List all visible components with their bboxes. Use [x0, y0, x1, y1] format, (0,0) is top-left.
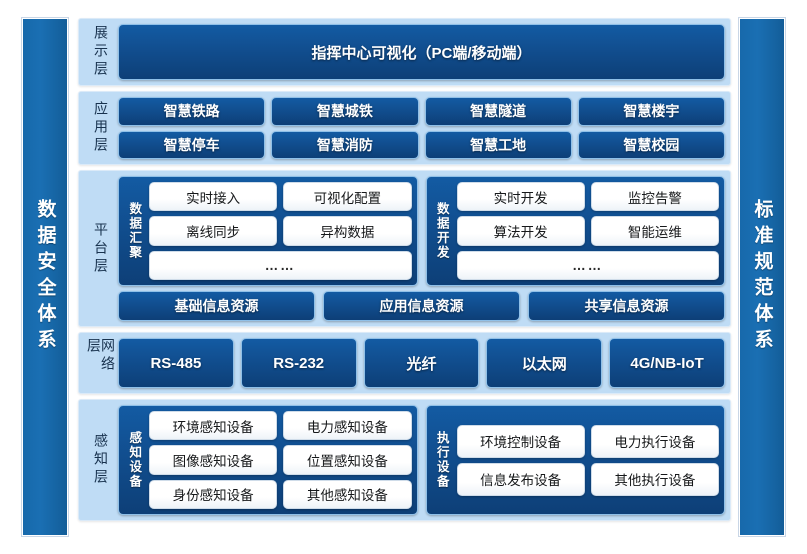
group-row: …… [456, 250, 719, 280]
layer-platform-body: 数据汇聚 实时接入 可视化配置 离线同步 异构数据 [118, 176, 725, 321]
actuating-item[interactable]: 信息发布设备 [456, 462, 585, 496]
layer-display: 展示层 指挥中心可视化（PC端/移动端） [78, 18, 731, 86]
group-row: …… [149, 250, 412, 280]
layer-network-label: 网络层 [86, 338, 116, 374]
group-row: 信息发布设备 其他执行设备 [456, 462, 719, 496]
group-item[interactable]: 实时开发 [456, 182, 585, 212]
group-item[interactable]: 智能运维 [590, 216, 719, 246]
group-data-aggregation-title: 数据汇聚 [127, 202, 142, 260]
sensing-item[interactable]: 电力感知设备 [283, 411, 412, 441]
platform-resources: 基础信息资源 应用信息资源 共享信息资源 [118, 291, 725, 321]
layer-display-body: 指挥中心可视化（PC端/移动端） [118, 24, 725, 80]
layer-display-label: 展示层 [93, 25, 109, 79]
sensing-item[interactable]: 图像感知设备 [149, 445, 278, 475]
group-sensing-devices-title: 感知设备 [127, 431, 142, 489]
sensing-item[interactable]: 身份感知设备 [149, 479, 278, 509]
network-item[interactable]: 以太网 [486, 338, 603, 388]
group-item[interactable]: 实时接入 [149, 182, 278, 212]
group-item[interactable]: 异构数据 [283, 216, 412, 246]
platform-groups: 数据汇聚 实时接入 可视化配置 离线同步 异构数据 [118, 176, 725, 286]
resource-item[interactable]: 共享信息资源 [528, 291, 725, 321]
application-row-2: 智慧停车 智慧消防 智慧工地 智慧校园 [118, 130, 725, 159]
network-item[interactable]: RS-485 [118, 338, 234, 388]
group-item[interactable]: 可视化配置 [283, 182, 412, 212]
app-item[interactable]: 智慧城铁 [271, 97, 419, 126]
group-row: 环境控制设备 电力执行设备 [456, 424, 719, 458]
group-item[interactable]: 监控告警 [590, 182, 719, 212]
network-row: RS-485 RS-232 光纤 以太网 4G/NB-IoT [118, 338, 725, 388]
application-row-1: 智慧铁路 智慧城铁 智慧隧道 智慧楼宇 [118, 97, 725, 126]
layer-application-body: 智慧铁路 智慧城铁 智慧隧道 智慧楼宇 智慧停车 智慧消防 智慧工地 智慧校园 [118, 97, 725, 159]
display-banner[interactable]: 指挥中心可视化（PC端/移动端） [118, 24, 725, 80]
group-data-development-title: 数据开发 [434, 202, 449, 260]
group-actuating-devices-grid: 环境控制设备 电力执行设备 信息发布设备 其他执行设备 [456, 411, 719, 509]
resource-item[interactable]: 基础信息资源 [118, 291, 315, 321]
network-item[interactable]: RS-232 [240, 338, 357, 388]
group-sensing-devices-grid: 环境感知设备 电力感知设备 图像感知设备 位置感知设备 身份感知设备 其他感知设… [149, 411, 412, 509]
app-item[interactable]: 智慧铁路 [118, 97, 266, 126]
network-item[interactable]: 4G/NB-IoT [609, 338, 725, 388]
network-item[interactable]: 光纤 [363, 338, 480, 388]
layer-platform-label: 平台层 [93, 221, 109, 276]
group-row: 环境感知设备 电力感知设备 [149, 411, 412, 441]
group-data-aggregation: 数据汇聚 实时接入 可视化配置 离线同步 异构数据 [118, 176, 418, 286]
layer-perception: 感知层 感知设备 环境感知设备 电力感知设备 [78, 399, 731, 521]
sensing-item[interactable]: 位置感知设备 [283, 445, 412, 475]
group-data-development: 数据开发 实时开发 监控告警 算法开发 智能运维 [425, 176, 725, 286]
group-row: 身份感知设备 其他感知设备 [149, 479, 412, 509]
group-row: 离线同步 异构数据 [149, 216, 412, 246]
group-sensing-devices: 感知设备 环境感知设备 电力感知设备 图像感知设备 位置感知设备 [118, 405, 418, 515]
app-item[interactable]: 智慧隧道 [424, 97, 572, 126]
layer-platform: 平台层 数据汇聚 实时接入 可视化配置 [78, 170, 731, 327]
pillar-standards: 标准规范体系 [739, 18, 785, 536]
group-row: 算法开发 智能运维 [456, 216, 719, 246]
layer-perception-label: 感知层 [93, 433, 109, 487]
perception-groups: 感知设备 环境感知设备 电力感知设备 图像感知设备 位置感知设备 [118, 405, 725, 515]
actuating-item[interactable]: 电力执行设备 [590, 424, 719, 458]
actuating-item[interactable]: 其他执行设备 [590, 462, 719, 496]
group-item[interactable]: 算法开发 [456, 216, 585, 246]
layer-network-body: RS-485 RS-232 光纤 以太网 4G/NB-IoT [118, 338, 725, 388]
resource-item[interactable]: 应用信息资源 [323, 291, 520, 321]
group-row: 图像感知设备 位置感知设备 [149, 445, 412, 475]
group-row: 实时开发 监控告警 [456, 182, 719, 212]
group-actuating-devices-title: 执行设备 [434, 431, 449, 489]
layer-stack: 展示层 指挥中心可视化（PC端/移动端） 应用层 智慧铁路 智慧城铁 智慧隧道 … [78, 18, 731, 536]
layer-application: 应用层 智慧铁路 智慧城铁 智慧隧道 智慧楼宇 智慧停车 智慧消防 智慧工地 智… [78, 91, 731, 165]
group-actuating-devices: 执行设备 环境控制设备 电力执行设备 信息发布设备 其他执行设备 [425, 405, 725, 515]
pillar-data-security: 数据安全体系 [22, 18, 68, 536]
group-data-aggregation-grid: 实时接入 可视化配置 离线同步 异构数据 …… [149, 182, 412, 280]
sensing-item[interactable]: 其他感知设备 [283, 479, 412, 509]
pillar-left-label: 数据安全体系 [34, 199, 56, 355]
actuating-item[interactable]: 环境控制设备 [456, 424, 585, 458]
group-row: 实时接入 可视化配置 [149, 182, 412, 212]
app-item[interactable]: 智慧楼宇 [577, 97, 725, 126]
group-item[interactable]: 离线同步 [149, 216, 278, 246]
app-item[interactable]: 智慧校园 [577, 130, 725, 159]
app-item[interactable]: 智慧停车 [118, 130, 266, 159]
layer-application-label: 应用层 [93, 101, 109, 155]
group-data-development-grid: 实时开发 监控告警 算法开发 智能运维 …… [456, 182, 719, 280]
layer-perception-body: 感知设备 环境感知设备 电力感知设备 图像感知设备 位置感知设备 [118, 405, 725, 515]
layer-network: 网络层 RS-485 RS-232 光纤 以太网 4G/NB-IoT [78, 332, 731, 394]
pillar-right-label: 标准规范体系 [751, 199, 773, 355]
app-item[interactable]: 智慧工地 [424, 130, 572, 159]
sensing-item[interactable]: 环境感知设备 [149, 411, 278, 441]
group-item-ellipsis[interactable]: …… [456, 250, 719, 280]
app-item[interactable]: 智慧消防 [271, 130, 419, 159]
group-item-ellipsis[interactable]: …… [149, 250, 412, 280]
